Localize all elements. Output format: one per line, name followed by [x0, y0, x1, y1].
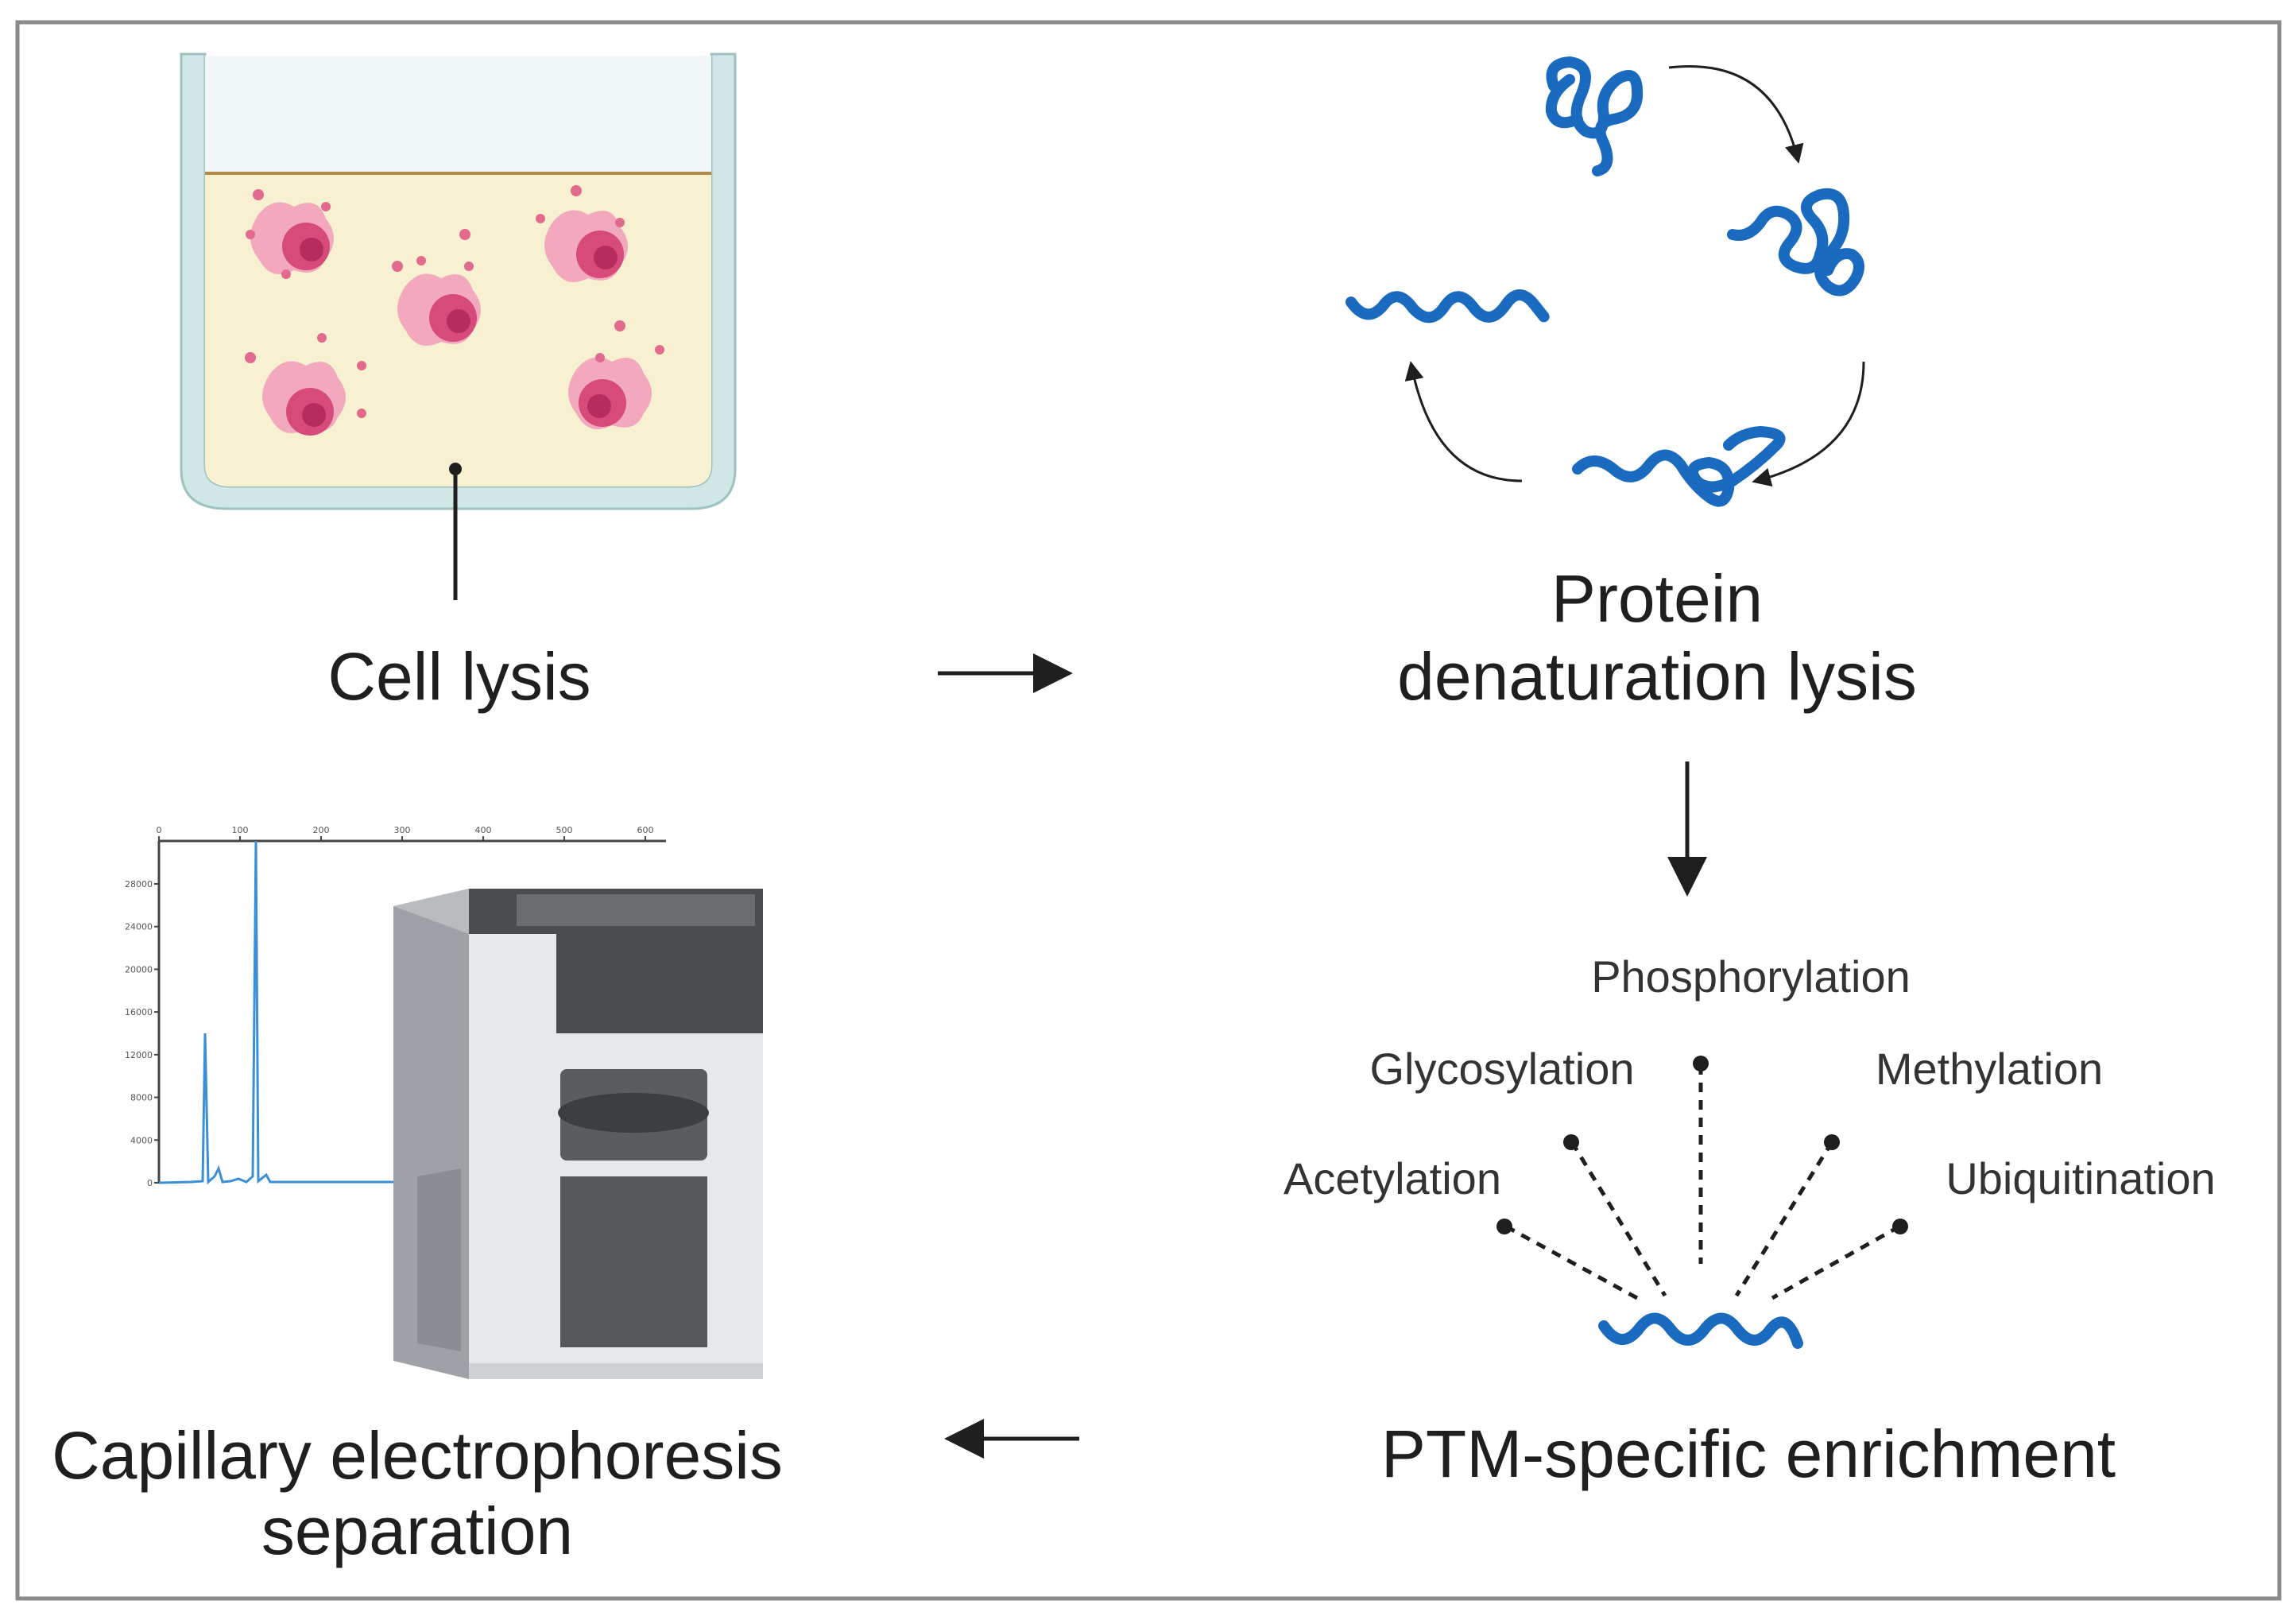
protein-denaturation-label-line2: denaturation lysis: [1397, 639, 1917, 714]
ptm-enrichment-label: PTM-specific enrichment: [1381, 1416, 2116, 1491]
x-tick-label: 300: [394, 825, 411, 835]
acetylation-connector: [1504, 1224, 1639, 1300]
glycosylation-site-dot: [1563, 1134, 1579, 1150]
folded-protein-icon: [1545, 56, 1644, 176]
ce-separation-label-line2: separation: [261, 1494, 573, 1568]
x-tick-label: 200: [313, 825, 330, 835]
instrument-base: [469, 1363, 763, 1379]
lysed-cell: [392, 229, 481, 346]
cycle-arrow: [1668, 65, 1804, 164]
glycosylation-label: Glycosylation: [1369, 1044, 1634, 1094]
lysed-cell: [245, 333, 366, 436]
phosphorylation-site-dot: [1693, 1056, 1709, 1071]
x-tick-label: 500: [556, 825, 573, 835]
ubiquitination-label: Ubiquitination: [1946, 1153, 2215, 1203]
instrument-top-highlight: [517, 894, 755, 926]
protein-denaturation-label-line1: Protein: [1551, 561, 1763, 636]
lysed-cell: [246, 189, 334, 279]
dish-headspace: [205, 56, 711, 173]
ptm-enrichment: Phosphorylation Glycosylation Methylatio…: [1284, 951, 2216, 1349]
x-tick-label: 400: [475, 825, 492, 835]
acetylation-label: Acetylation: [1284, 1153, 1501, 1203]
sample-carousel: [558, 1093, 709, 1133]
peptide-icon: [1598, 1312, 1803, 1349]
culture-dish: [180, 52, 737, 600]
methylation-connector: [1734, 1141, 1834, 1297]
ce-separation-label-line1: Capillary electrophoresis: [52, 1418, 783, 1493]
y-tick-label: 28000: [125, 879, 153, 889]
x-tick-label: 0: [157, 825, 162, 835]
partially-folded-protein-icon: [1727, 188, 1864, 296]
electropherogram-trace: [158, 840, 445, 1185]
cycle-arrow: [1752, 361, 1865, 487]
electropherogram: 0 100 200 300 400 500 600 28000 24000 20000 16000…: [125, 825, 666, 1188]
y-tick-group: 28000 24000 20000 16000 12000 8000 4000 0: [125, 879, 159, 1188]
y-tick-label: 12000: [125, 1050, 153, 1060]
y-tick-label: 8000: [130, 1093, 153, 1103]
loosened-protein-icon: [1572, 426, 1786, 507]
ubiquitination-site-dot: [1892, 1219, 1908, 1234]
cell-lysis-label: Cell lysis: [327, 639, 590, 714]
x-tick-label: 100: [232, 825, 249, 835]
methylation-label: Methylation: [1876, 1044, 2103, 1094]
ubiquitination-connector: [1771, 1224, 1901, 1300]
acetylation-site-dot: [1496, 1219, 1512, 1234]
lysed-cell: [536, 185, 628, 282]
linear-protein-icon: [1345, 289, 1550, 324]
lower-panel: [560, 1176, 707, 1347]
instrument-side-panel: [417, 1168, 461, 1351]
cycle-arrow: [1404, 361, 1523, 482]
methylation-site-dot: [1824, 1134, 1840, 1150]
glycosylation-connector: [1570, 1141, 1667, 1297]
protein-denaturation-cycle: [1345, 56, 1865, 507]
y-tick-label: 24000: [125, 922, 153, 932]
x-tick-group: 0 100 200 300 400 500 600: [157, 825, 654, 841]
y-tick-label: 20000: [125, 964, 153, 975]
phosphorylation-label: Phosphorylation: [1591, 951, 1911, 1002]
lysed-cell: [568, 320, 664, 429]
ce-instrument: [393, 889, 763, 1379]
y-tick-label: 16000: [125, 1007, 153, 1017]
y-tick-label: 4000: [130, 1135, 153, 1145]
y-tick-label: 0: [147, 1178, 153, 1188]
x-tick-label: 600: [637, 825, 654, 835]
ptm-connectors: [1504, 1065, 1901, 1300]
